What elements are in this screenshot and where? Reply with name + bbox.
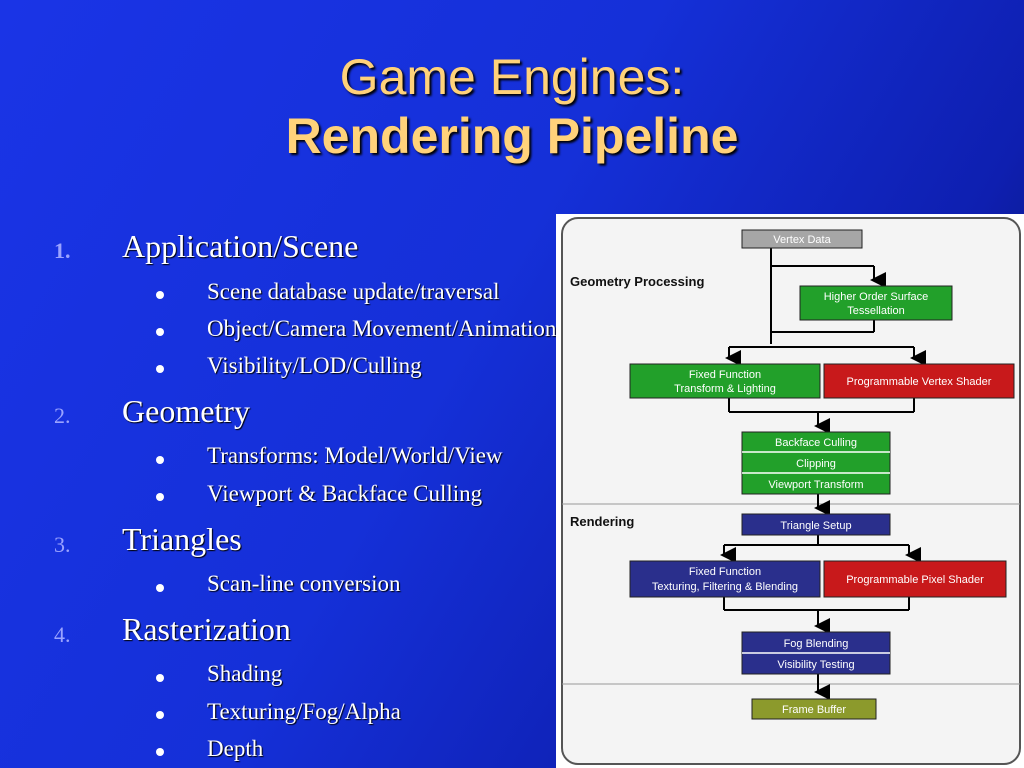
fixed-transform-label-2: Transform & Lighting (674, 383, 776, 395)
item-heading: Application/Scene (122, 228, 359, 264)
item-number: 1. (54, 238, 71, 263)
bullet-dot (156, 711, 164, 719)
bullet-text: Scene database update/traversal (207, 279, 500, 304)
fixed-transform-box (629, 363, 821, 399)
bullet-text: Transforms: Model/World/View (207, 443, 503, 468)
frame-buffer-box (751, 698, 877, 720)
item-number: 3. (54, 532, 71, 557)
geometry-stage-box (741, 431, 891, 495)
viewport-transform-label: Viewport Transform (768, 479, 863, 491)
item-heading: Triangles (122, 521, 242, 557)
bullet-dot (156, 365, 164, 373)
visibility-testing-label: Visibility Testing (777, 659, 854, 671)
tessellation-label-2: Tessellation (847, 305, 904, 317)
frame-buffer-label: Frame Buffer (782, 704, 846, 716)
bullet-text: Shading (207, 661, 283, 686)
bullet-text: Viewport & Backface Culling (207, 481, 483, 506)
tessellation-box (799, 285, 953, 321)
bullet-dot (156, 584, 164, 592)
bullet-text: Texturing/Fog/Alpha (207, 699, 401, 724)
bullet-dot (156, 328, 164, 336)
pipeline-diagram: Geometry Processing Rendering (556, 214, 1024, 768)
backface-culling-label: Backface Culling (775, 437, 857, 449)
bullet-dot (156, 456, 164, 464)
bullet-text: Scan-line conversion (207, 571, 401, 596)
pixel-shader-label: Programmable Pixel Shader (846, 574, 984, 586)
vertex-data-label: Vertex Data (773, 234, 831, 246)
vertex-shader-box (823, 363, 1015, 399)
fixed-texturing-label-1: Fixed Function (689, 566, 761, 578)
connectors (720, 248, 926, 700)
bullet-text: Visibility/LOD/Culling (207, 353, 422, 378)
title-line-2: Rendering Pipeline (285, 108, 739, 164)
triangle-setup-label: Triangle Setup (780, 520, 851, 532)
fixed-texturing-label-2: Texturing, Filtering & Blending (652, 581, 798, 593)
clipping-label: Clipping (796, 458, 836, 470)
vertex-data-box (741, 229, 863, 249)
pixel-shader-box (823, 560, 1007, 598)
bullet-dot (156, 291, 164, 299)
rendering-section-label: Rendering (570, 514, 634, 529)
pipeline-svg: Geometry Processing Rendering (561, 217, 1021, 765)
triangle-setup-box (741, 513, 891, 536)
bullet-text: Depth (207, 736, 264, 761)
item-heading: Rasterization (122, 611, 291, 647)
vertex-shader-label: Programmable Vertex Shader (847, 376, 992, 388)
fixed-texturing-box (629, 560, 821, 598)
item-number: 2. (54, 403, 71, 428)
bullet-dot (156, 674, 164, 682)
fixed-transform-label-1: Fixed Function (689, 369, 761, 381)
item-heading: Geometry (122, 393, 250, 429)
bullet-dot (156, 493, 164, 501)
bullet-text: Object/Camera Movement/Animation (207, 316, 557, 341)
item-number: 4. (54, 622, 71, 647)
geometry-section-label: Geometry Processing (570, 274, 704, 289)
tessellation-label-1: Higher Order Surface (824, 291, 929, 303)
title-line-1: Game Engines: (339, 49, 685, 105)
slide-title: Game Engines: Rendering Pipeline (0, 48, 1024, 166)
fog-blending-label: Fog Blending (784, 638, 849, 650)
bullet-dot (156, 748, 164, 756)
